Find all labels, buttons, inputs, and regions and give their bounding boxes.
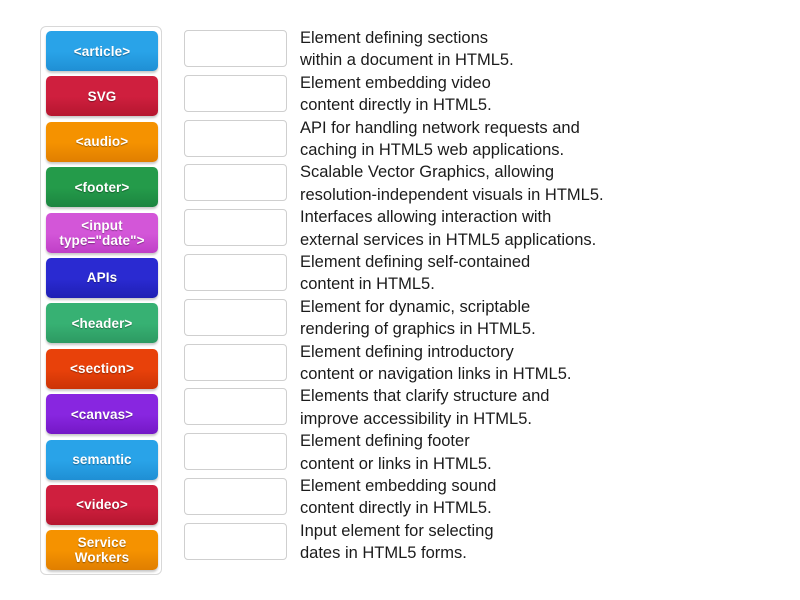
draggable-tile[interactable]: <input type="date">: [46, 212, 158, 253]
definition-text: Element embedding video content directly…: [300, 73, 492, 115]
answer-row: Scalable Vector Graphics, allowing resol…: [184, 160, 784, 205]
definition-text: Interfaces allowing interaction with ext…: [300, 208, 597, 249]
draggable-tile[interactable]: <canvas>: [46, 394, 158, 435]
tile-label: <footer>: [74, 179, 130, 195]
draggable-tile[interactable]: <footer>: [46, 167, 158, 208]
drop-target-box[interactable]: [184, 522, 287, 560]
drop-target-box[interactable]: [184, 209, 287, 247]
draggable-tile[interactable]: APIs: [46, 257, 158, 298]
drop-target-box[interactable]: [184, 253, 287, 291]
answer-row: Element embedding video content directly…: [184, 71, 784, 116]
drop-target-box[interactable]: [184, 388, 287, 426]
answer-row: Element embedding sound content directly…: [184, 474, 784, 519]
answer-row: Elements that clarify structure and impr…: [184, 384, 784, 429]
answer-row: Element for dynamic, scriptable renderin…: [184, 295, 784, 340]
drop-target-box[interactable]: [184, 74, 287, 112]
definition-text: Scalable Vector Graphics, allowing resol…: [300, 163, 604, 204]
draggable-tile[interactable]: <audio>: [46, 121, 158, 162]
definition-text: Element defining sections within a docum…: [300, 29, 514, 70]
answer-row: API for handling network requests and ca…: [184, 116, 784, 161]
tile-label: <section>: [70, 361, 134, 377]
answer-rows-list: Element defining sections within a docum…: [184, 26, 784, 564]
definition-text: API for handling network requests and ca…: [300, 118, 580, 159]
drop-target-box[interactable]: [184, 433, 287, 471]
tile-label: <input type="date">: [59, 217, 145, 248]
tile-label: <canvas>: [70, 406, 134, 422]
answer-row: Element defining footer content or links…: [184, 429, 784, 474]
drop-target-box[interactable]: [184, 119, 287, 157]
draggable-tile[interactable]: <video>: [46, 484, 158, 525]
draggable-tile[interactable]: Service Workers: [46, 530, 158, 571]
answer-row: Element defining sections within a docum…: [184, 26, 784, 71]
tile-label: <header>: [71, 315, 133, 331]
drop-target-box[interactable]: [184, 343, 287, 381]
answer-row: Interfaces allowing interaction with ext…: [184, 205, 784, 250]
definition-text: Element defining introductory content or…: [300, 342, 572, 383]
answer-row: Input element for selecting dates in HTM…: [184, 519, 784, 564]
drop-target-box[interactable]: [184, 298, 287, 336]
definition-text: Element embedding sound content directly…: [300, 476, 497, 518]
draggable-tile-bank: <article> SVG <audio> <footer> <input type="…: [40, 26, 162, 576]
tile-label: APIs: [86, 270, 118, 286]
tile-label: SVG: [87, 88, 117, 104]
draggable-tile[interactable]: SVG: [46, 76, 158, 117]
definition-text: Element defining self-contained content …: [300, 252, 531, 294]
draggable-tile[interactable]: <article>: [46, 31, 158, 71]
drop-target-box[interactable]: [184, 30, 287, 67]
drop-target-box[interactable]: [184, 164, 287, 202]
answer-row: Element defining self-contained content …: [184, 250, 784, 295]
tile-label: <audio>: [75, 134, 129, 150]
tile-label: <video>: [76, 497, 128, 513]
definition-text: Input element for selecting dates in HTM…: [300, 521, 494, 563]
answer-row: Element defining introductory content or…: [184, 340, 784, 385]
definition-text: Elements that clarify structure and impr…: [300, 387, 550, 428]
draggable-tile[interactable]: <header>: [46, 303, 158, 344]
draggable-tile[interactable]: semantic: [46, 439, 158, 480]
tile-label: semantic: [72, 452, 132, 468]
definition-text: Element for dynamic, scriptable renderin…: [300, 297, 536, 339]
definition-text: Element defining footer content or links…: [300, 432, 492, 473]
draggable-tile[interactable]: <section>: [46, 348, 158, 389]
drop-target-box[interactable]: [184, 477, 287, 515]
tile-label: <article>: [73, 43, 131, 59]
tile-label: Service Workers: [74, 535, 130, 566]
